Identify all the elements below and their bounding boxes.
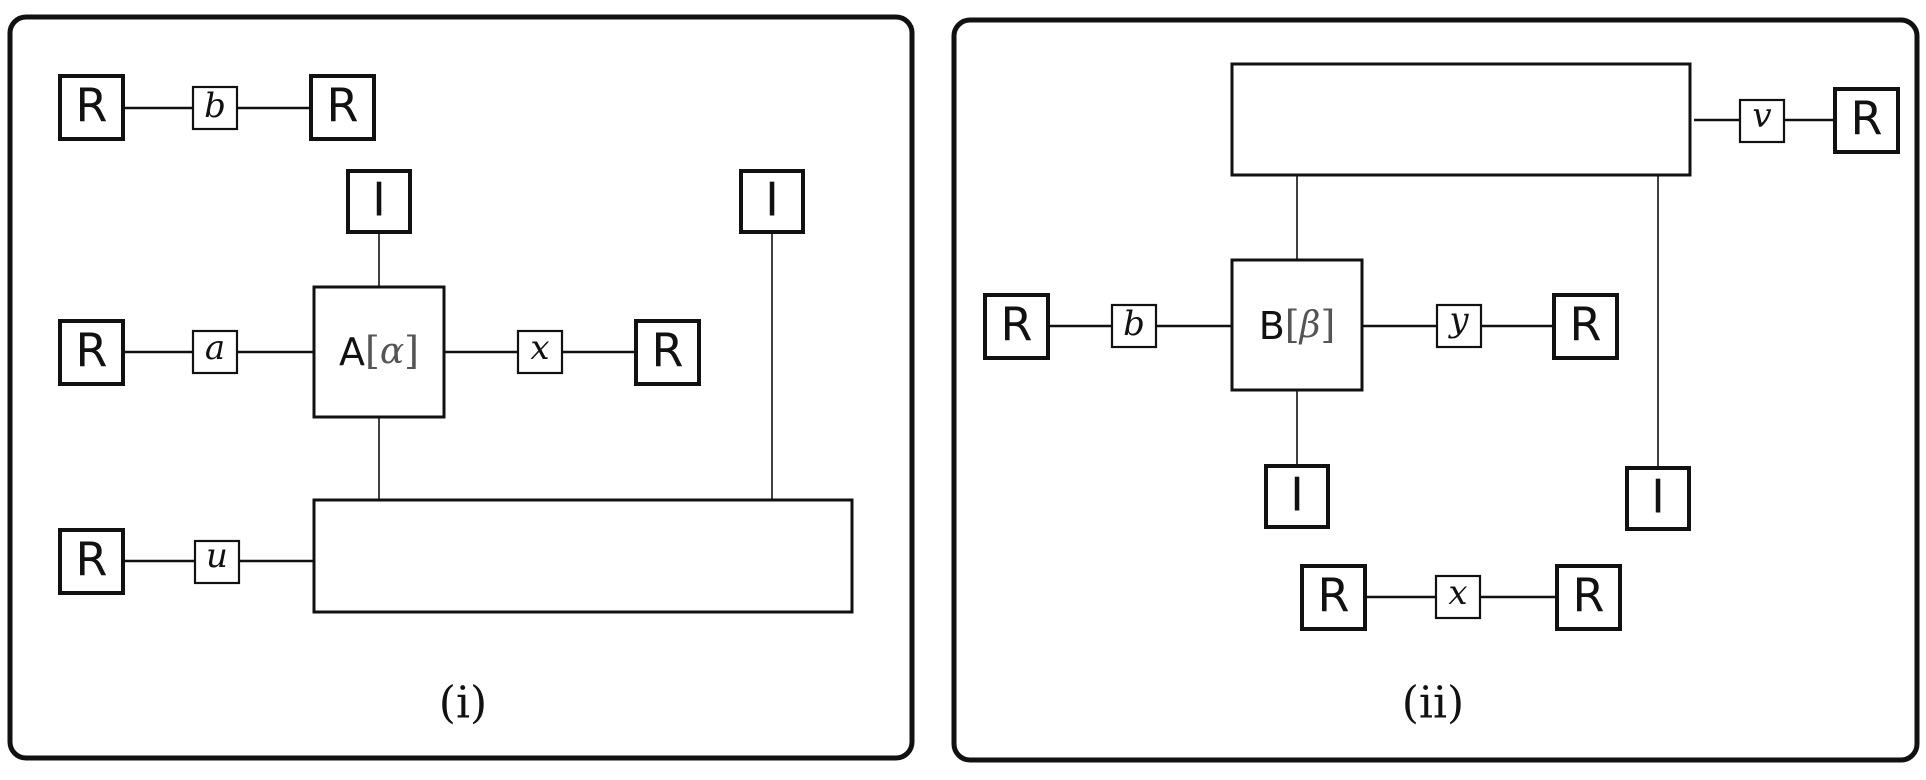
i-box-lower-ii	[1264, 464, 1330, 529]
r-box-top-left	[58, 74, 125, 141]
r-box-top-right-label: R	[327, 79, 359, 133]
r-box-middle-right	[634, 319, 701, 386]
r-box-bottom-right-ii-label: R	[1573, 569, 1605, 623]
b-box-top	[191, 85, 239, 131]
u-box-label: u	[206, 536, 228, 576]
v-box-label: v	[1752, 96, 1771, 136]
panel-ii: v R R b B[β] y R I I R x	[951, 17, 1920, 763]
x-box-panel-i-label: x	[530, 328, 549, 368]
caption-panel-ii: (ii)	[1402, 678, 1464, 729]
big-a-box-label: A[α]	[339, 329, 419, 374]
big-a-bracket-open: [	[365, 329, 380, 373]
a-box-label: a	[205, 328, 225, 368]
b-box-ii	[1110, 303, 1158, 349]
big-a-param: α	[380, 331, 404, 372]
r-box-top-left-label: R	[76, 79, 108, 133]
i-box-upper-label: I	[372, 173, 386, 227]
r-box-middle-left-ii-label: R	[1001, 298, 1033, 352]
i-box-right-label: I	[765, 173, 779, 227]
r-box-top-right	[309, 74, 376, 141]
r-box-middle-right-ii	[1552, 293, 1619, 360]
r-box-bottom-right-ii	[1555, 564, 1622, 631]
panel-i: R b R I I R a A[α] x R R	[7, 14, 915, 761]
r-box-bottom-left	[58, 528, 125, 595]
r-box-bottom-left-ii	[1300, 564, 1367, 631]
r-box-bottom-left-label: R	[76, 533, 108, 587]
r-box-middle-left-label: R	[76, 324, 108, 378]
i-box-upper	[346, 169, 412, 234]
caption-panel-i: (i)	[439, 678, 487, 729]
panel-ii-frame	[951, 17, 1920, 763]
big-b-box-label: B[β]	[1259, 303, 1336, 348]
bar-panel-i	[312, 498, 854, 614]
x-box-panel-ii-label: x	[1448, 573, 1467, 613]
b-box-top-label: b	[204, 86, 226, 126]
y-box-label: y	[1447, 300, 1469, 340]
a-box	[191, 329, 239, 375]
b-box-ii-label: b	[1123, 304, 1145, 344]
r-box-middle-left	[58, 319, 125, 386]
panel-i-frame	[7, 14, 915, 761]
i-box-right-ii-label: I	[1651, 470, 1665, 524]
big-b-name: B	[1259, 304, 1285, 348]
x-box-panel-ii	[1434, 574, 1482, 620]
r-box-middle-right-ii-label: R	[1570, 298, 1602, 352]
i-box-lower-ii-label: I	[1290, 468, 1304, 522]
big-b-param: β	[1298, 305, 1321, 346]
big-b-bracket-open: [	[1285, 303, 1300, 347]
r-box-middle-left-ii	[983, 293, 1050, 360]
r-box-top-right-ii	[1833, 87, 1900, 154]
big-a-bracket-close: ]	[404, 329, 419, 373]
u-box	[193, 539, 241, 585]
big-b-box	[1230, 258, 1364, 392]
r-box-top-right-ii-label: R	[1851, 92, 1883, 146]
r-box-middle-right-label: R	[652, 324, 684, 378]
i-box-right-ii	[1625, 466, 1691, 531]
y-box	[1435, 303, 1483, 349]
v-box	[1738, 98, 1786, 144]
bar-panel-ii	[1230, 62, 1692, 177]
big-a-box	[312, 285, 446, 419]
i-box-right	[739, 169, 805, 234]
r-box-bottom-left-ii-label: R	[1318, 569, 1350, 623]
big-b-bracket-close: ]	[1320, 303, 1335, 347]
big-a-name: A	[339, 330, 365, 374]
x-box-panel-i	[516, 329, 564, 375]
